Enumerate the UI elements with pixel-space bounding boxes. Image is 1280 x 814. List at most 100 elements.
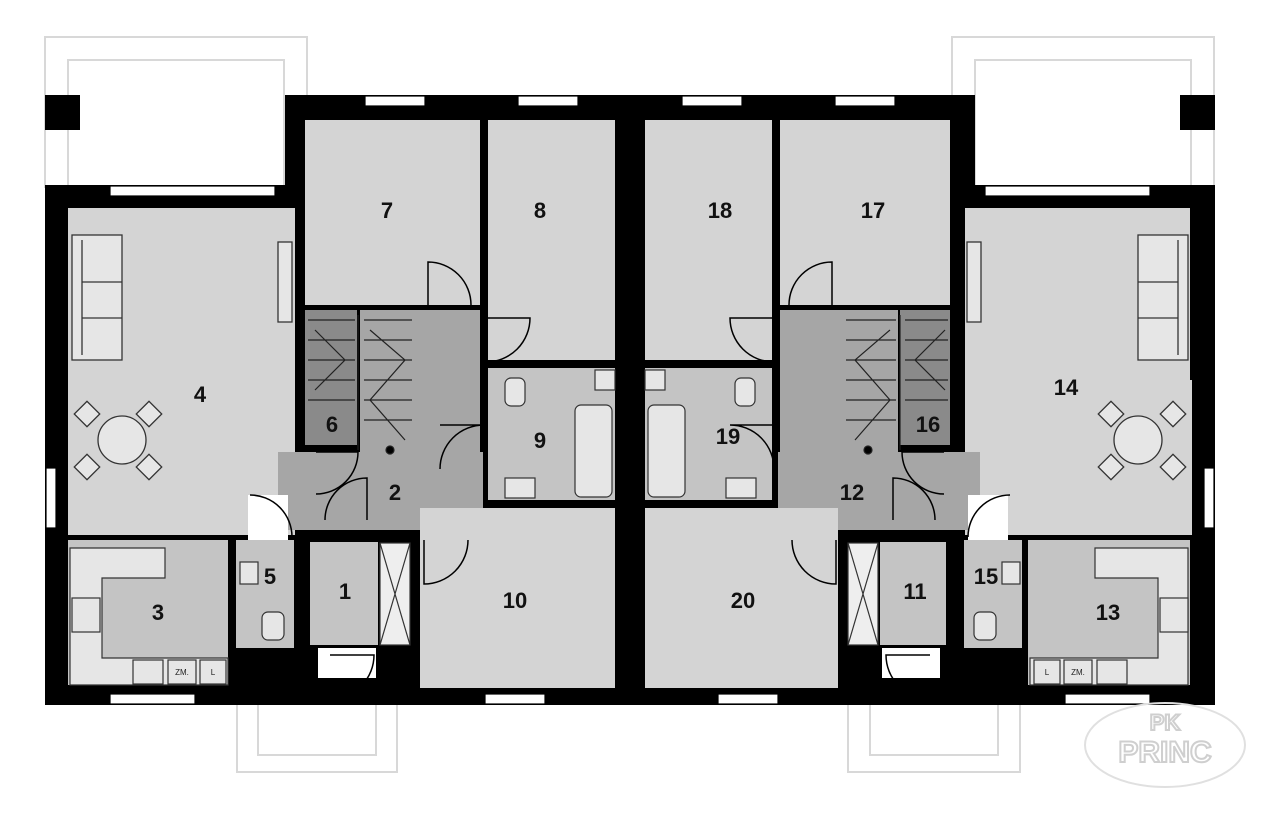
window (364, 95, 426, 107)
door-arc (423, 539, 469, 585)
terrace-left-inner (67, 59, 285, 188)
washbasin (594, 369, 616, 391)
door-arc (788, 261, 833, 306)
door-arc (967, 494, 1011, 538)
room-7-floor (305, 120, 480, 305)
door-arc (427, 261, 472, 306)
door-arc (729, 317, 775, 363)
room-20-floor (645, 508, 838, 688)
washbasin (1001, 561, 1021, 585)
washbasin (725, 477, 757, 499)
dishwasher (1033, 659, 1061, 685)
room-labels: 1 2 3 4 5 6 7 8 9 10 11 12 13 14 15 16 1… (152, 198, 1120, 625)
room-label-2: 2 (389, 480, 401, 505)
room-11-floor (880, 542, 946, 645)
hob (71, 597, 101, 633)
fixture-labels: ZM. L ZM. L (175, 668, 1085, 677)
door-arc (249, 494, 293, 538)
door-arc (892, 477, 936, 521)
room-17-floor (780, 120, 950, 305)
washbasin (644, 369, 666, 391)
room-label-1: 1 (339, 579, 351, 604)
sink (1096, 659, 1128, 685)
post-right (1180, 95, 1215, 130)
window (834, 95, 896, 107)
door-arc (485, 317, 531, 363)
openings (248, 495, 1008, 678)
room-label-8: 8 (534, 198, 546, 223)
fridge (1063, 659, 1093, 685)
tv-unit (966, 241, 982, 323)
washbasin (504, 477, 536, 499)
room-14-floor-ext (982, 380, 1192, 535)
room-1-floor (310, 542, 378, 645)
window (109, 693, 196, 705)
window (681, 95, 743, 107)
door-arc (885, 654, 931, 700)
room-label-10: 10 (503, 588, 527, 613)
sink (132, 659, 164, 685)
dishwasher-label-left: L (211, 668, 216, 677)
room-10-floor (420, 508, 615, 688)
toilet (973, 611, 997, 641)
watermark-line1: PK (1150, 710, 1181, 735)
fridge (167, 659, 197, 685)
wardrobes (379, 542, 879, 646)
room-18-floor (645, 120, 772, 360)
room-label-19: 19 (716, 424, 740, 449)
stair-run-left (308, 315, 412, 450)
stairs (308, 315, 948, 455)
window (717, 693, 779, 705)
toilet (504, 377, 526, 407)
room-label-17: 17 (861, 198, 885, 223)
entry-gap-left (318, 648, 376, 678)
room-label-4: 4 (194, 382, 207, 407)
room-4-floor-ext (68, 380, 278, 535)
door-arc (315, 451, 359, 495)
bathroom-fixtures (239, 369, 1021, 641)
dishwasher-label-right: L (1045, 668, 1050, 677)
toilet (734, 377, 756, 407)
entry-gap-right (882, 648, 940, 678)
fridge-label-right: ZM. (1071, 668, 1085, 677)
dishwasher (199, 659, 227, 685)
room-label-9: 9 (534, 428, 546, 453)
doors (249, 261, 1011, 700)
furniture (71, 234, 1189, 481)
room-label-3: 3 (152, 600, 164, 625)
stair-newel (863, 445, 873, 455)
stair-run-right (846, 315, 948, 450)
bathtub (647, 404, 686, 498)
terrace-right-inner (974, 59, 1192, 188)
room-label-13: 13 (1096, 600, 1120, 625)
door-arc (329, 654, 375, 700)
room-label-11: 11 (903, 579, 926, 604)
dining-table (1113, 415, 1163, 465)
room-label-20: 20 (731, 588, 755, 613)
room-label-5: 5 (264, 564, 276, 589)
washbasin (239, 561, 259, 585)
room-label-16: 16 (916, 412, 940, 437)
room-label-14: 14 (1054, 375, 1079, 400)
room-label-6: 6 (326, 412, 338, 437)
door-arc (324, 477, 368, 521)
post-left (45, 95, 80, 130)
hall-gap-left (248, 495, 288, 540)
kitchen-fixtures (69, 547, 1189, 686)
room-label-18: 18 (708, 198, 732, 223)
door-arc (439, 424, 485, 470)
room-label-12: 12 (840, 480, 864, 505)
window (1064, 693, 1151, 705)
toilet (261, 611, 285, 641)
fridge-label-left: ZM. (175, 668, 189, 677)
watermark-line2: PRINC (1118, 736, 1211, 769)
sofa (1137, 234, 1189, 361)
window (45, 467, 57, 529)
tv-unit (277, 241, 293, 323)
window (517, 95, 579, 107)
hob (1159, 597, 1189, 633)
window (109, 185, 276, 197)
door-arc (729, 424, 775, 470)
door-arc (901, 451, 945, 495)
